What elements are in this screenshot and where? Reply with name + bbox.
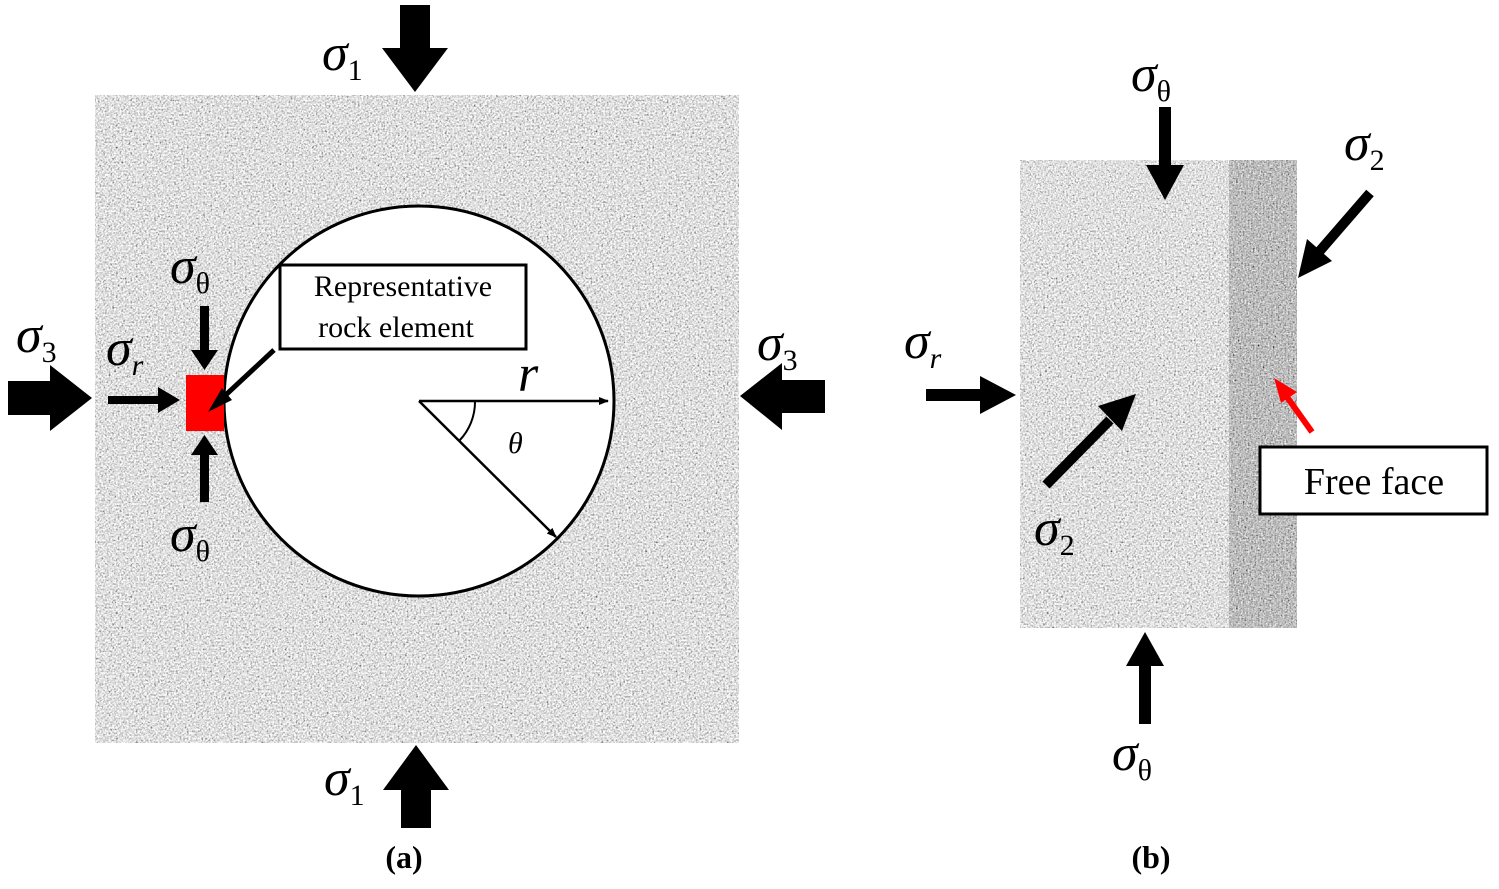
sigma-theta-bottom-arrow-b	[1126, 632, 1164, 724]
callout-line2: rock element	[318, 311, 474, 344]
angle-label: θ	[508, 427, 523, 460]
radius-label: r	[518, 346, 539, 403]
sigma3-left-label: σ3	[16, 307, 57, 369]
block-top-face	[1020, 160, 1297, 228]
angle-arc	[458, 400, 477, 442]
sigma2-right-arrow-shaft	[1314, 189, 1374, 257]
free-face-label: Free face	[1304, 461, 1444, 503]
free-face-arrow-head	[1274, 378, 1297, 403]
sigma-r-label-b: σr	[904, 313, 942, 375]
sigma-theta-top-label-a: σθ	[170, 238, 210, 300]
sigma2-right-label: σ2	[1344, 115, 1385, 177]
sigma2-right-arrow-head	[1298, 239, 1332, 278]
sigma1-bottom-label: σ1	[324, 750, 365, 812]
sigma1-top-arrow	[382, 5, 448, 92]
sigma2-front-arrow-head	[1098, 394, 1136, 431]
callout-box	[278, 263, 528, 351]
sigma-r-label-a: σr	[106, 320, 144, 382]
sigma-theta-bottom-label-a: σθ	[170, 506, 210, 568]
callout-line1: Representative	[314, 270, 492, 303]
sigma-theta-bottom-label-b: σθ	[1112, 725, 1152, 787]
sigma-r-arrow-b	[926, 376, 1016, 414]
panel-b: σθ σθ σr σ2 σ2 Free face (b)	[904, 46, 1489, 875]
block-front-face	[1020, 228, 1229, 628]
free-face-arrow-shaft	[1284, 395, 1315, 434]
sigma3-right-arrow	[740, 363, 825, 430]
sigma-theta-top-arrow-a	[191, 306, 218, 370]
sigma2-front-arrow-shaft	[1042, 416, 1114, 489]
caption-b: (b)	[1131, 839, 1170, 875]
panel-a: r θ Representative rock element σ1 σ1 σ3…	[8, 5, 825, 875]
caption-a: (a)	[385, 839, 422, 875]
sigma-theta-bottom-arrow-a	[191, 435, 218, 502]
free-face-box	[1258, 445, 1489, 516]
callout-pointer-head	[208, 388, 232, 412]
sigma-theta-top-arrow-b	[1146, 107, 1184, 200]
sigma3-left-arrow	[8, 365, 92, 431]
radius-theta-arrow	[418, 400, 557, 538]
sigma1-top-label: σ1	[322, 25, 363, 87]
sigma2-front-label: σ2	[1034, 500, 1075, 562]
sigma1-bottom-arrow	[383, 745, 449, 828]
sigma-theta-top-label-b: σθ	[1131, 46, 1171, 108]
sigma3-right-label: σ3	[757, 315, 798, 377]
sigma-r-arrow-a	[108, 387, 180, 413]
